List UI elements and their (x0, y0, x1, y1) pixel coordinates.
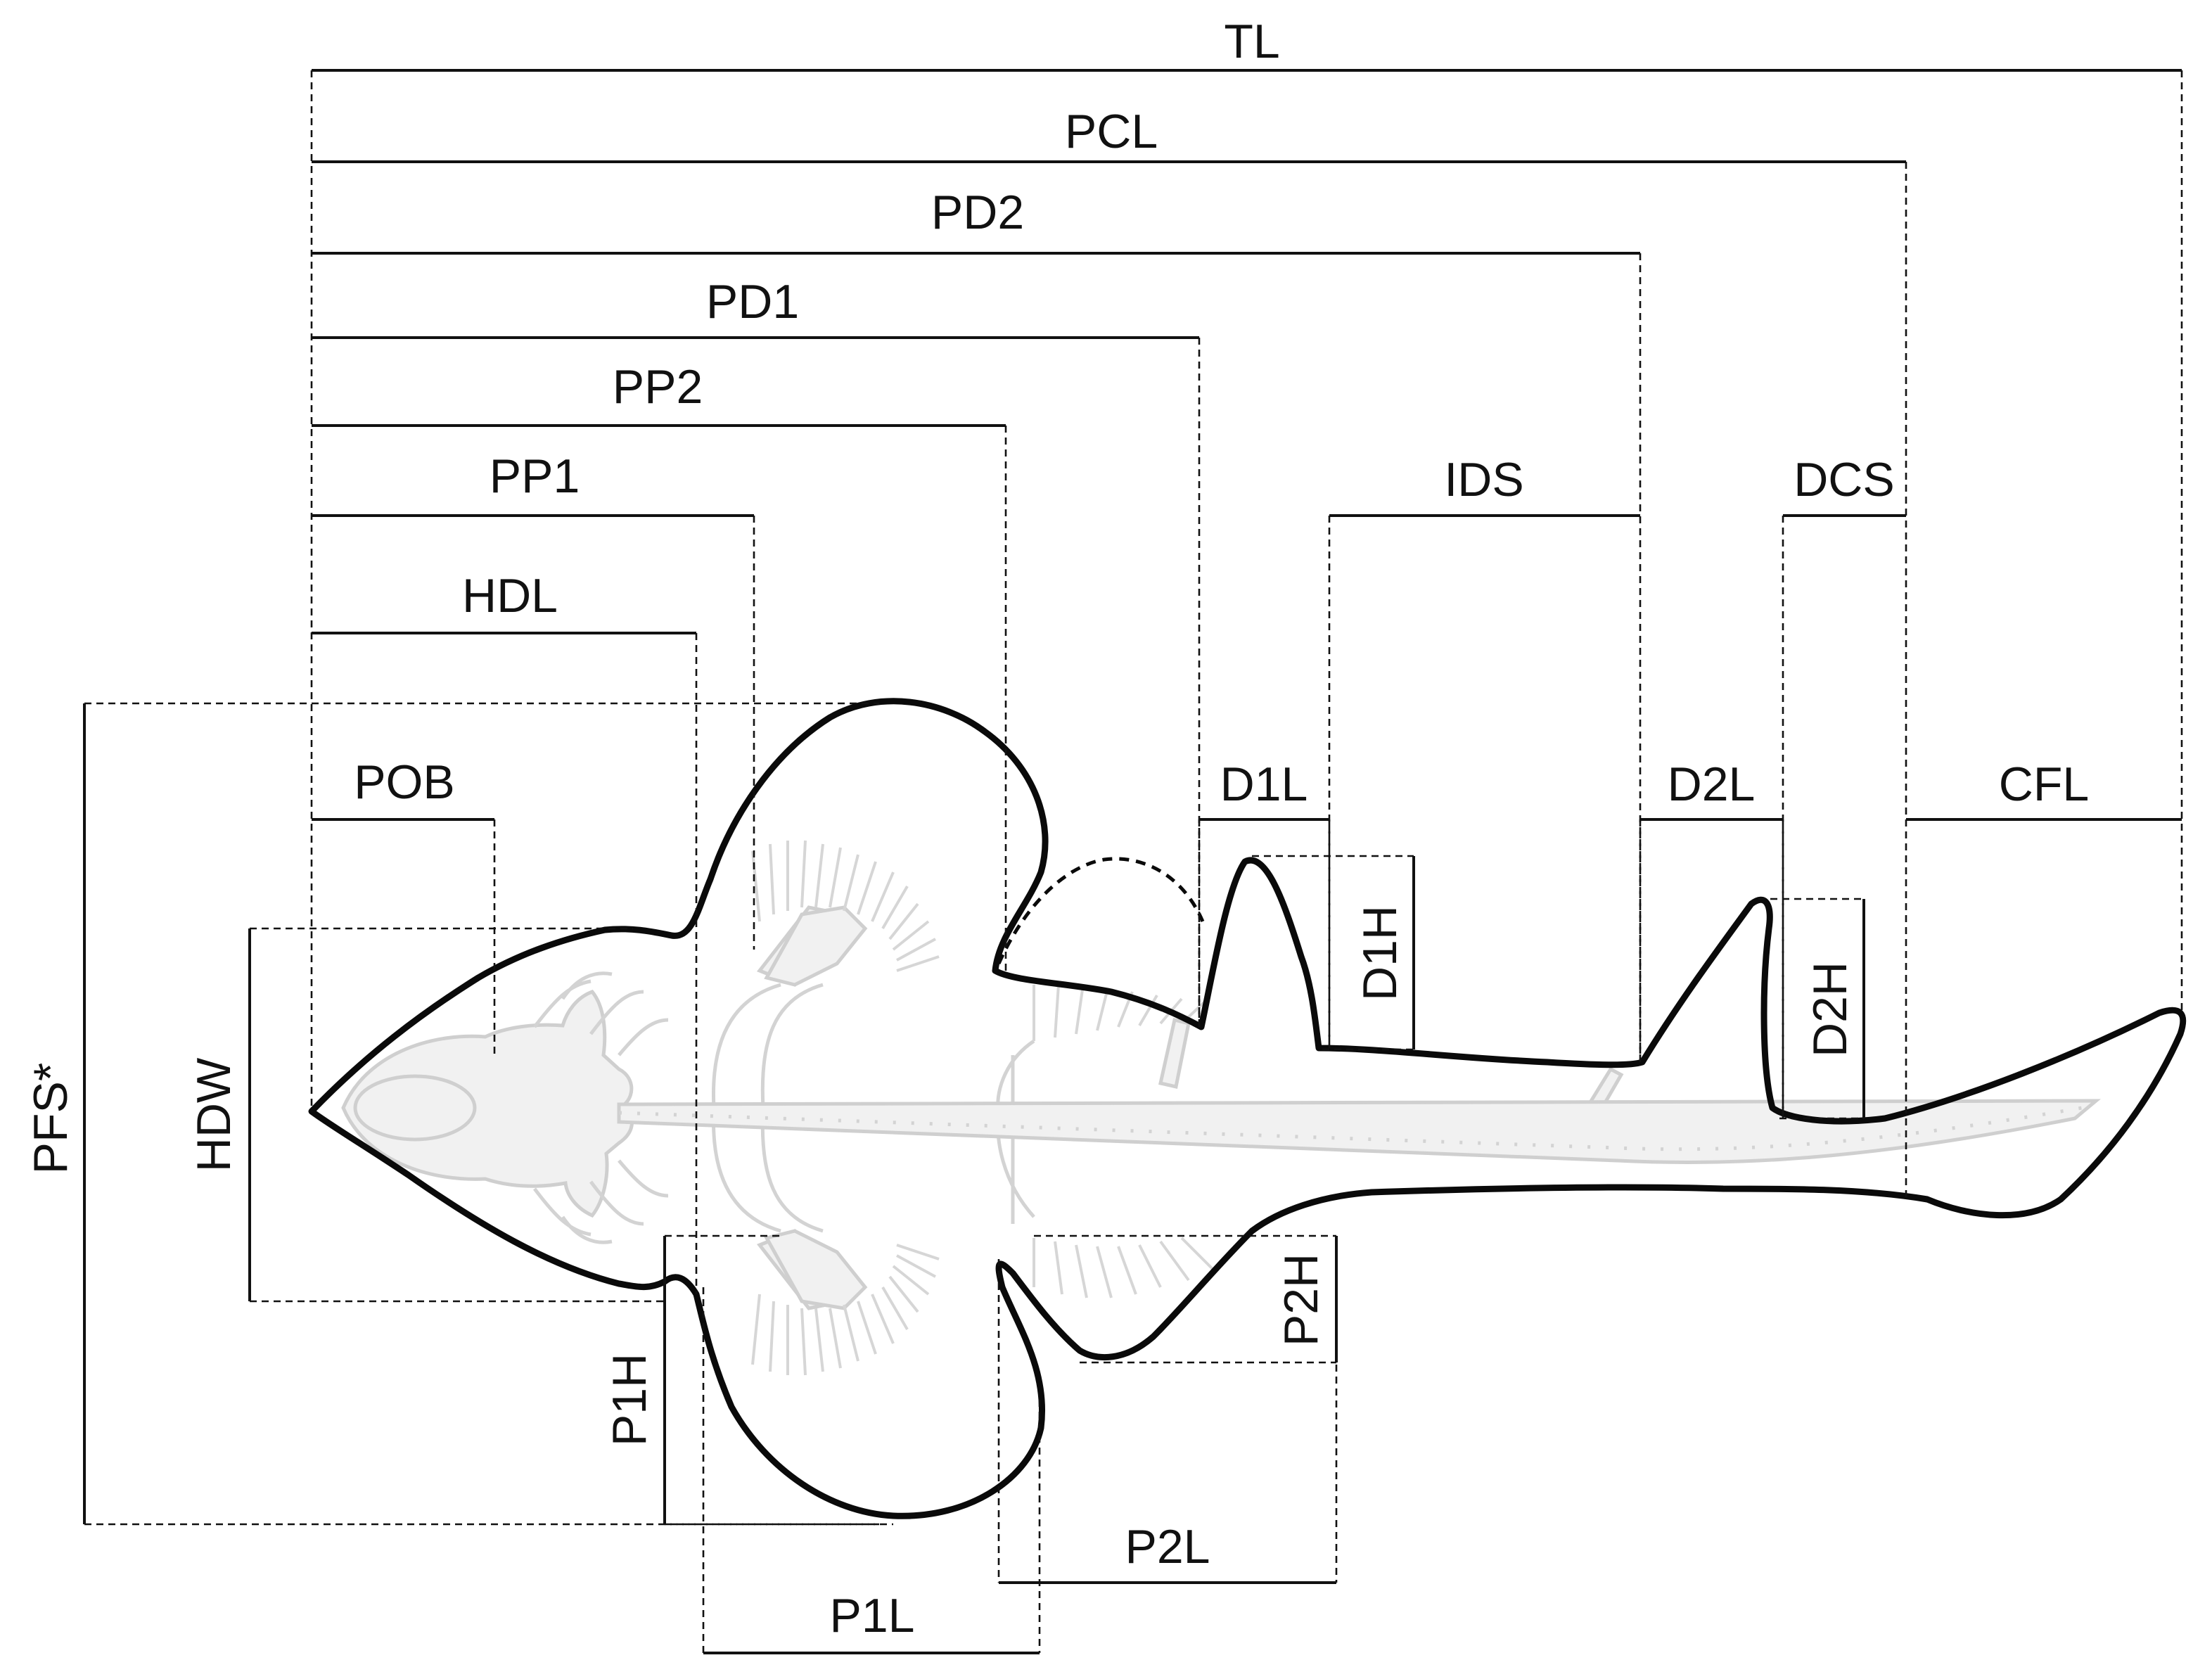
label-cfl: CFL (1999, 758, 2089, 811)
label-p1l: P1L (830, 1589, 915, 1642)
pectoral-basals-upper (764, 905, 868, 987)
gill-arches-upper (533, 971, 669, 1056)
label-pob: POB (354, 755, 455, 809)
measurement-labels: TL PCL PD2 PD1 PP2 PP1 HDL POB IDS DCS D… (24, 15, 2089, 1642)
shark-outline (308, 698, 2187, 1519)
label-pd2: PD2 (931, 186, 1024, 239)
label-d2l: D2L (1668, 758, 1756, 811)
label-d2h: D2H (1803, 962, 1857, 1057)
rostral-fenestra (353, 1074, 477, 1142)
label-pp1: PP1 (490, 449, 580, 503)
label-ids: IDS (1444, 453, 1523, 506)
dimension-lines (83, 69, 2182, 1654)
label-dcs: DCS (1794, 453, 1895, 506)
vertebral-segments (618, 1106, 2083, 1151)
body-outline (308, 698, 2187, 1519)
label-p1h: P1H (603, 1353, 656, 1446)
gill-arches-lower (533, 1159, 669, 1244)
skeleton (341, 840, 2101, 1376)
label-d1h: D1H (1353, 905, 1407, 1001)
pectoral-radials-upper (751, 840, 940, 972)
label-pcl: PCL (1065, 105, 1158, 158)
pectoral-radials-lower (751, 1244, 940, 1376)
label-tl: TL (1224, 15, 1279, 68)
extension-lines (84, 70, 2183, 1653)
label-hdl: HDL (462, 569, 558, 623)
pelvic-radials-lower (1033, 1237, 1215, 1298)
label-pd1: PD1 (706, 275, 799, 328)
pectoral-basals-lower (764, 1229, 868, 1310)
label-pp2: PP2 (613, 360, 703, 414)
first-dorsal-cartilage (1158, 1017, 1191, 1090)
label-pfs: PFS* (24, 1063, 77, 1175)
vertebral-column (617, 1099, 2101, 1164)
label-hdw: HDW (187, 1058, 241, 1172)
first-dorsal-spine-guess (997, 857, 1205, 965)
label-p2l: P2L (1125, 1520, 1210, 1573)
label-p2h: P2H (1274, 1253, 1328, 1346)
label-d1l: D1L (1220, 758, 1308, 811)
